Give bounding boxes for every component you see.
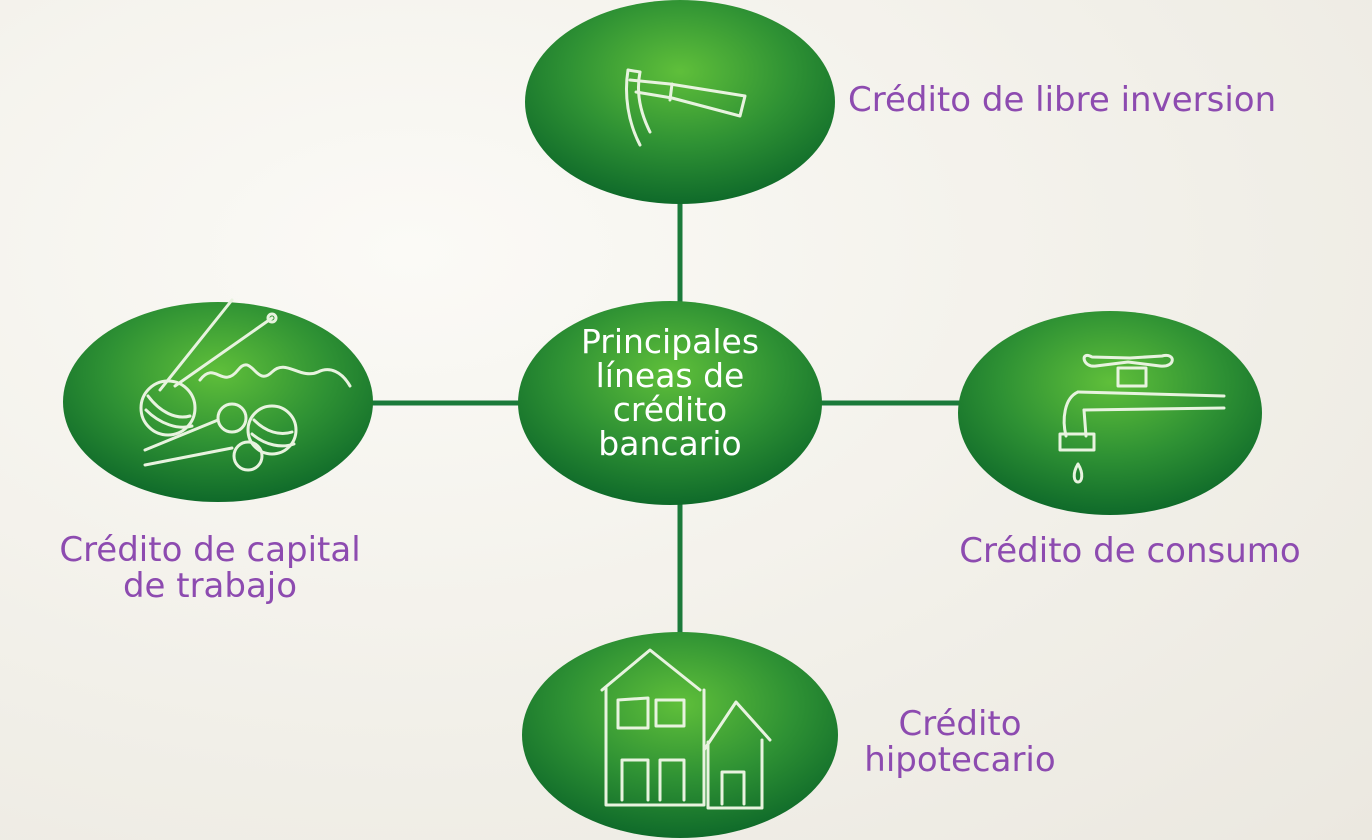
label-top: Crédito de libre inversion	[848, 82, 1368, 118]
center-line-3: crédito	[612, 390, 728, 429]
center-line-4: bancario	[598, 424, 742, 463]
yarn-scissors-icon	[139, 298, 352, 472]
faucet-icon	[1058, 353, 1226, 484]
label-right: Crédito de consumo	[930, 533, 1330, 569]
top-node	[525, 0, 835, 204]
label-bottom-line-2: hipotecario	[864, 740, 1056, 780]
right-node	[958, 311, 1262, 515]
label-bottom: Crédito hipotecario	[840, 706, 1080, 778]
label-right-text: Crédito de consumo	[959, 531, 1301, 571]
center-line-2: líneas de	[595, 356, 745, 395]
label-left-line-2: de trabajo	[122, 566, 298, 606]
bottom-node	[522, 632, 838, 838]
label-top-text: Crédito de libre inversion	[848, 80, 1277, 120]
center-node	[518, 301, 822, 505]
house-icon	[600, 648, 772, 810]
center-title: Principales líneas de crédito bancario	[520, 325, 820, 461]
center-line-1: Principales	[580, 322, 760, 361]
label-left: Crédito de capital de trabajo	[20, 532, 400, 604]
left-node	[63, 302, 373, 502]
label-bottom-line-1: Crédito	[898, 704, 1022, 744]
label-left-line-1: Crédito de capital	[59, 530, 361, 570]
pickaxe-icon	[625, 68, 747, 147]
